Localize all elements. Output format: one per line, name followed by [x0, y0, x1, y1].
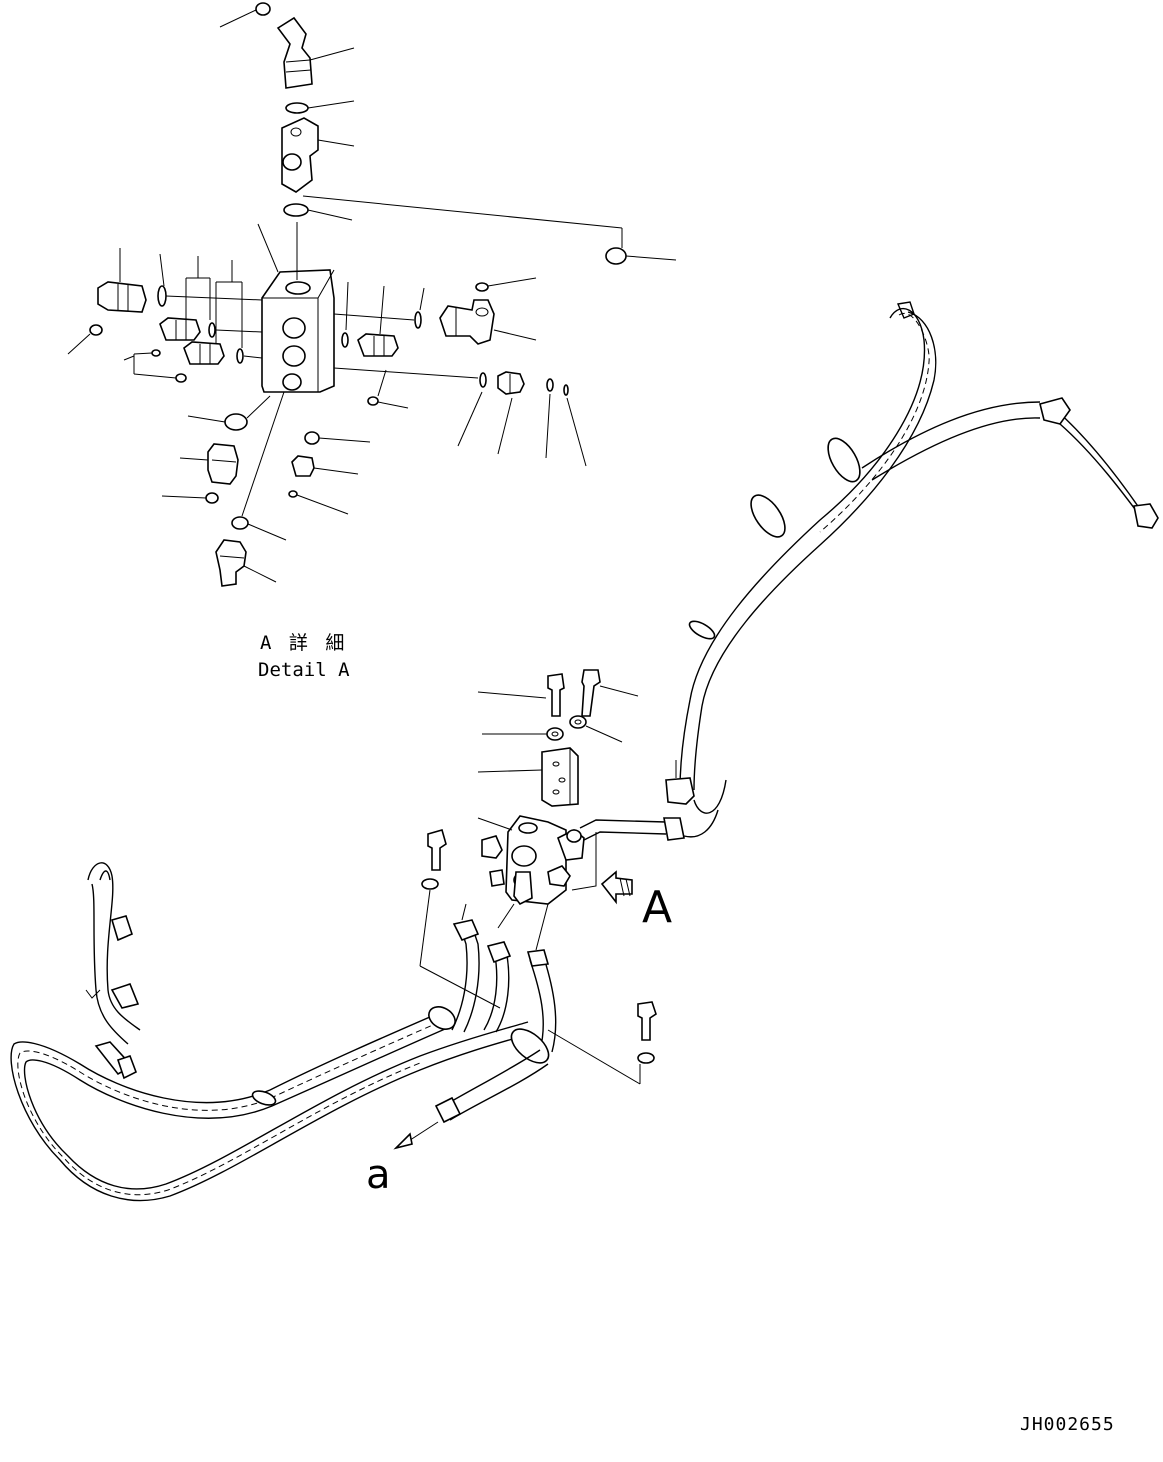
o-ring-small-2: [175, 373, 187, 383]
washer-3: [421, 878, 439, 890]
fitting-left-2: [159, 317, 201, 341]
o-ring-large-low: [224, 413, 248, 431]
detail-caption-english: Detail A: [258, 659, 350, 681]
o-ring-tiny: [288, 490, 298, 498]
o-ring-top: [255, 2, 271, 16]
fitting-right-2: [357, 333, 399, 357]
view-arrow: [600, 870, 633, 905]
lower-hose-assembly: [10, 862, 557, 1202]
washer-2: [569, 715, 587, 729]
o-ring-low-2: [205, 492, 219, 504]
o-ring-2: [285, 102, 309, 114]
o-ring-right: [605, 247, 627, 265]
bolt-3: [427, 829, 447, 871]
o-ring-low-3: [231, 516, 249, 530]
hex-plug: [207, 443, 239, 485]
o-ring-right-small: [367, 396, 379, 406]
pressure-switch: [215, 539, 247, 587]
straight-fitting-right: [497, 371, 525, 395]
o-ring-right-1: [475, 282, 489, 292]
swivel-block: [281, 117, 319, 193]
valve-assembly-installed: A: [419, 669, 685, 1085]
washer-4: [637, 1052, 655, 1064]
bolt-1: [547, 673, 565, 717]
o-ring-3: [283, 203, 309, 217]
bracket-plate: [541, 747, 579, 807]
washer-1: [546, 727, 564, 741]
detail-a-exploded-view: A 詳 細 Detail A: [67, 2, 677, 681]
elbow-fitting-left: [97, 281, 147, 313]
elbow-fitting-top: [276, 16, 313, 89]
o-ring-small-1: [151, 349, 161, 357]
detail-caption-japanese: A 詳 細: [260, 632, 347, 654]
elbow-fitting-right: [439, 299, 495, 345]
direction-arrow-a: a: [366, 1121, 439, 1198]
fitting-left-3: [183, 341, 225, 365]
drawing-number: JH002655: [1020, 1414, 1115, 1435]
bolt-2: [581, 669, 601, 717]
o-ring-left-1: [89, 324, 103, 336]
direction-label: a: [366, 1152, 391, 1198]
view-arrow-label: A: [642, 882, 672, 933]
small-nipple: [291, 455, 315, 477]
upper-hose-assembly: [665, 301, 1159, 838]
bolt-4: [637, 1001, 657, 1041]
o-ring-mid: [304, 431, 320, 445]
